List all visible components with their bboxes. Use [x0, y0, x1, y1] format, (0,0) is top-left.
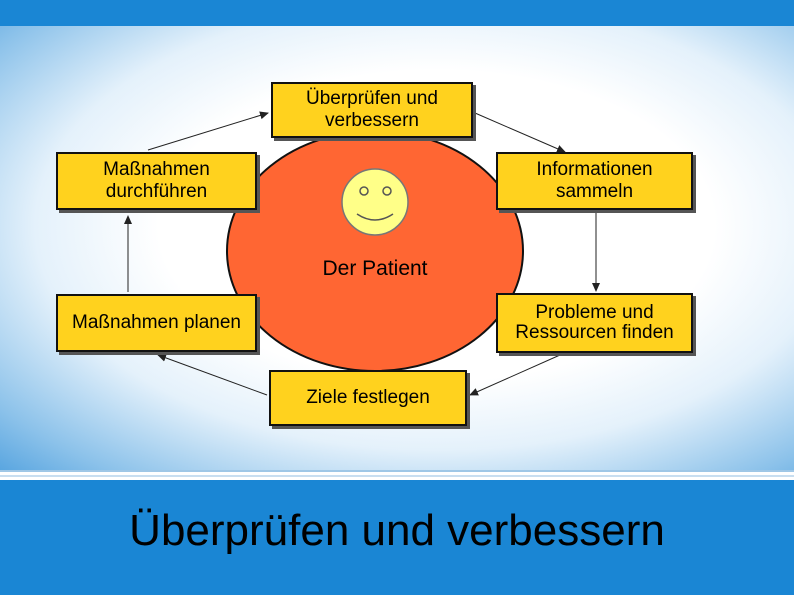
title-band — [0, 480, 794, 595]
arrow-durchfuehren-to-top — [147, 111, 269, 151]
separator-line-secondary — [0, 475, 794, 477]
slide-title: Überprüfen und verbessern — [129, 506, 665, 555]
patient-label: Der Patient — [322, 257, 428, 280]
box-ueberpruefen: Überprüfen und verbessern — [271, 82, 473, 138]
care-cycle-diagram — [124, 111, 600, 396]
arrow-ziele-to-planen — [157, 354, 268, 396]
arrow-top-to-informationen — [474, 112, 566, 153]
arrow-probleme-to-ziele — [469, 354, 561, 396]
box-massnahmen-planen: Maßnahmen planen — [56, 294, 257, 352]
smiley-icon — [341, 168, 409, 236]
box-ziele-festlegen: Ziele festlegen — [269, 370, 467, 426]
box-probleme-ressourcen: Probleme und Ressourcen finden — [496, 293, 693, 353]
box-massnahmen-durchfuehren: Maßnahmen durchführen — [56, 152, 257, 210]
patient-circle — [226, 130, 524, 372]
top-accent-bar — [0, 0, 794, 26]
separator-line — [0, 470, 794, 472]
box-informationen-sammeln: Informationen sammeln — [496, 152, 693, 210]
